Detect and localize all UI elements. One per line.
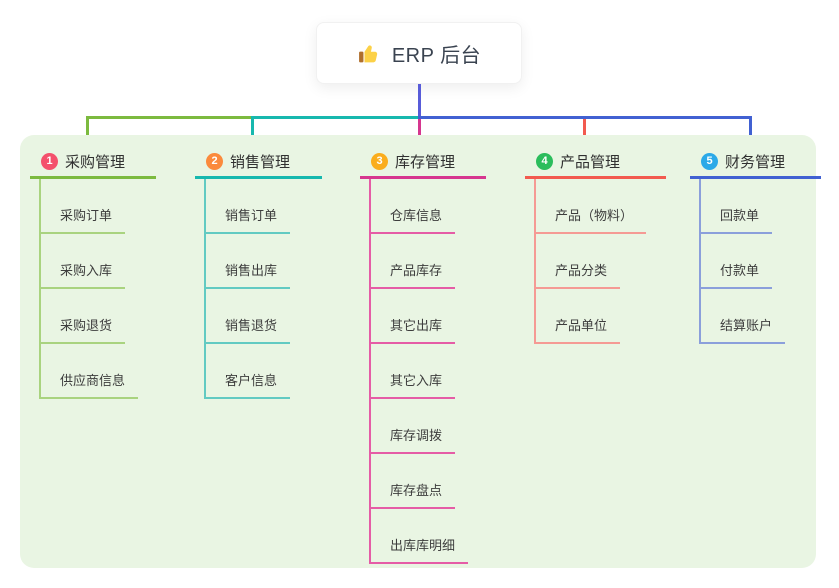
branch-2-children: 销售订单销售出库销售退货客户信息 bbox=[195, 179, 291, 399]
branch-4-label: 产品管理 bbox=[560, 153, 621, 171]
child-node-row: 出库库明细 bbox=[360, 509, 469, 564]
branch-3-child-4[interactable]: 其它入库 bbox=[369, 370, 456, 399]
child-node-row: 产品库存 bbox=[360, 234, 468, 289]
branch-4-child-1[interactable]: 产品（物料） bbox=[534, 205, 647, 234]
branch-5-child-1[interactable]: 回款单 bbox=[699, 205, 773, 234]
branch-3-badge: 3 bbox=[371, 152, 388, 170]
branch-1-badge: 1 bbox=[41, 152, 58, 170]
connector-rail-branch-5 bbox=[418, 116, 752, 119]
branch-1-node[interactable]: 1 采购管理 bbox=[30, 146, 156, 179]
child-node-row: 销售退货 bbox=[195, 289, 291, 344]
branch-5-spine bbox=[699, 179, 701, 344]
branch-5-label: 财务管理 bbox=[725, 153, 786, 171]
branch-3-node[interactable]: 3 库存管理 bbox=[360, 146, 486, 179]
branch-1-child-4[interactable]: 供应商信息 bbox=[39, 370, 139, 399]
branch-5-children: 回款单付款单结算账户 bbox=[690, 179, 786, 344]
branch-5-child-3[interactable]: 结算账户 bbox=[699, 315, 786, 344]
child-node-row: 产品（物料） bbox=[525, 179, 647, 234]
branch-2-child-2[interactable]: 销售出库 bbox=[204, 260, 291, 289]
branch-2-child-3[interactable]: 销售退货 bbox=[204, 315, 291, 344]
branch-5: 5 财务管理回款单付款单结算账户 bbox=[690, 146, 821, 344]
child-node-row: 库存调拨 bbox=[360, 399, 468, 454]
child-node-row: 采购退货 bbox=[30, 289, 138, 344]
child-node-row: 其它出库 bbox=[360, 289, 468, 344]
child-node-row: 结算账户 bbox=[690, 289, 786, 344]
child-node-row: 付款单 bbox=[690, 234, 785, 289]
connector-drop-branch-2 bbox=[251, 119, 254, 150]
child-node-row: 其它入库 bbox=[360, 344, 468, 399]
branch-1-child-1[interactable]: 采购订单 bbox=[39, 205, 126, 234]
branch-4: 4 产品管理产品（物料） 产品分类产品单位 bbox=[525, 146, 666, 344]
branch-3-child-1[interactable]: 仓库信息 bbox=[369, 205, 456, 234]
branch-5-child-2[interactable]: 付款单 bbox=[699, 260, 773, 289]
branch-4-node[interactable]: 4 产品管理 bbox=[525, 146, 666, 179]
child-node-row: 采购订单 bbox=[30, 179, 138, 234]
branch-3: 3 库存管理仓库信息产品库存其它出库其它入库库存调拨库存盘点出库库明细 bbox=[360, 146, 486, 564]
root-title: ERP 后台 bbox=[391, 44, 482, 67]
child-node-row: 采购入库 bbox=[30, 234, 138, 289]
branch-4-child-2[interactable]: 产品分类 bbox=[534, 260, 621, 289]
child-node-row: 产品单位 bbox=[525, 289, 646, 344]
branch-1: 1 采购管理采购订单采购入库采购退货供应商信息 bbox=[30, 146, 156, 399]
child-node-row: 客户信息 bbox=[195, 344, 291, 399]
child-node-row: 供应商信息 bbox=[30, 344, 139, 399]
branch-3-child-5[interactable]: 库存调拨 bbox=[369, 425, 456, 454]
connector-drop-branch-5 bbox=[749, 119, 752, 150]
child-node-row: 库存盘点 bbox=[360, 454, 468, 509]
child-node-row: 销售订单 bbox=[195, 179, 291, 234]
branch-4-children: 产品（物料） 产品分类产品单位 bbox=[525, 179, 647, 344]
branch-2-child-4[interactable]: 客户信息 bbox=[204, 370, 291, 399]
branch-1-child-2[interactable]: 采购入库 bbox=[39, 260, 126, 289]
thumbs-up-icon bbox=[357, 41, 382, 66]
branch-3-child-6[interactable]: 库存盘点 bbox=[369, 480, 456, 509]
branch-3-label: 库存管理 bbox=[395, 153, 456, 171]
branches-panel bbox=[20, 135, 816, 568]
branch-5-node[interactable]: 5 财务管理 bbox=[690, 146, 821, 179]
child-node-row: 产品分类 bbox=[525, 234, 646, 289]
branch-3-child-3[interactable]: 其它出库 bbox=[369, 315, 456, 344]
branch-2: 2 销售管理销售订单销售出库销售退货客户信息 bbox=[195, 146, 322, 399]
branch-2-node[interactable]: 2 销售管理 bbox=[195, 146, 322, 179]
connector-rail-branch-2 bbox=[251, 116, 421, 119]
branch-4-badge: 4 bbox=[536, 152, 553, 170]
child-node-row: 销售出库 bbox=[195, 234, 291, 289]
child-node-row: 回款单 bbox=[690, 179, 785, 234]
branch-2-spine bbox=[204, 179, 206, 399]
branch-1-label: 采购管理 bbox=[65, 153, 126, 171]
connector-trunk bbox=[418, 84, 421, 119]
branch-1-children: 采购订单采购入库采购退货供应商信息 bbox=[30, 179, 139, 399]
branch-3-child-2[interactable]: 产品库存 bbox=[369, 260, 456, 289]
branch-2-child-1[interactable]: 销售订单 bbox=[204, 205, 291, 234]
connector-drop-branch-1 bbox=[86, 119, 89, 150]
branch-1-spine bbox=[39, 179, 41, 399]
root-node[interactable]: ERP 后台 bbox=[316, 22, 522, 84]
child-node-row: 仓库信息 bbox=[360, 179, 468, 234]
branch-2-label: 销售管理 bbox=[230, 153, 291, 171]
branch-4-spine bbox=[534, 179, 536, 344]
branch-2-badge: 2 bbox=[206, 152, 223, 170]
branch-5-badge: 5 bbox=[701, 152, 718, 170]
branch-4-child-3[interactable]: 产品单位 bbox=[534, 315, 621, 344]
branch-3-spine bbox=[369, 179, 371, 564]
branch-3-children: 仓库信息产品库存其它出库其它入库库存调拨库存盘点出库库明细 bbox=[360, 179, 469, 564]
connector-drop-branch-3 bbox=[418, 119, 421, 150]
connector-drop-branch-4 bbox=[583, 119, 586, 147]
branch-3-child-7[interactable]: 出库库明细 bbox=[369, 535, 469, 564]
branch-1-child-3[interactable]: 采购退货 bbox=[39, 315, 126, 344]
